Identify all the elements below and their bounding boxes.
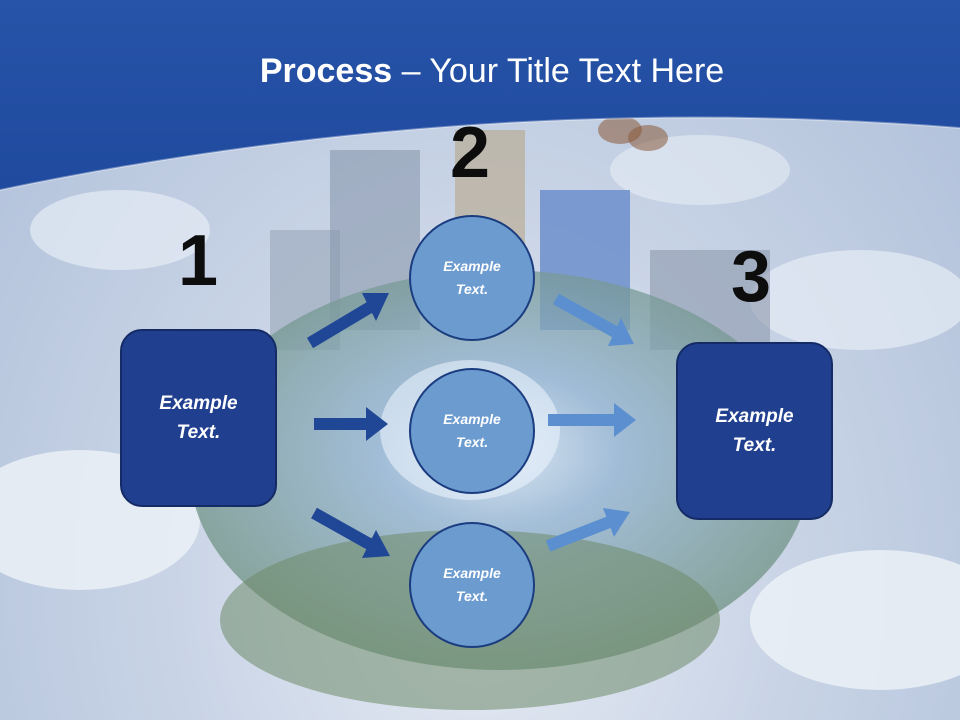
circle-middle: Example Text. bbox=[409, 368, 535, 494]
box-right: Example Text. bbox=[676, 342, 833, 520]
box-right-text: Example Text. bbox=[715, 406, 794, 456]
box-left: Example Text. bbox=[120, 329, 277, 507]
box-left-text: Example Text. bbox=[159, 393, 238, 443]
step-number-2: 2 bbox=[450, 113, 491, 193]
title-bold-word: Process bbox=[259, 52, 393, 90]
circle-top-text: Example Text. bbox=[443, 258, 501, 297]
step-number-3: 3 bbox=[731, 237, 772, 317]
circle-middle-text: Example Text. bbox=[443, 411, 501, 450]
circle-top: Example Text. bbox=[409, 215, 535, 341]
title-rest: – Your Title Text Here bbox=[392, 52, 725, 90]
circle-bottom: Example Text. bbox=[409, 522, 535, 648]
step-number-1: 1 bbox=[178, 221, 219, 301]
slide-title: Process – Your Title Text Here bbox=[0, 52, 960, 91]
circle-bottom-text: Example Text. bbox=[443, 565, 501, 604]
